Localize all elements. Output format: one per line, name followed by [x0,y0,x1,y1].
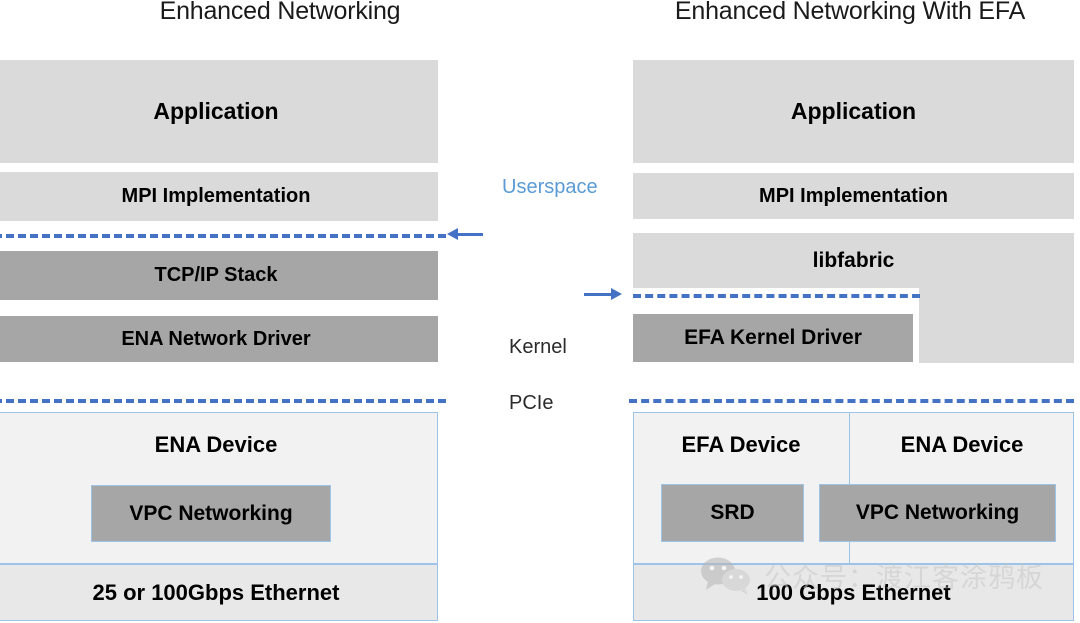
right-chip-vpc-networking: VPC Networking [819,484,1056,542]
right-device-label-efa: EFA Device [681,432,801,457]
right-layer-application: Application [633,60,1074,163]
left-layer-mpi-implementation: MPI Implementation [0,172,438,221]
userspace-kernel-boundary-left [0,234,446,238]
left-panel-title: Enhanced Networking [159,0,401,25]
right-device-label-ena: ENA Device [900,432,1024,457]
left-ethernet-band: 25 or 100Gbps Ethernet [0,564,438,621]
right-ethernet-band: 100 Gbps Ethernet [633,564,1074,621]
arrow-head-to-left-boundary [447,228,458,240]
arrow-shaft-to-right-boundary [584,293,612,296]
right-layer-efa-kernel-driver: EFA Kernel Driver [633,314,913,362]
boundary-label-pcie: PCIe [509,392,554,414]
left-layer-ena-network-driver: ENA Network Driver [0,316,438,362]
arrow-head-to-right-boundary [611,288,622,300]
kernel-pcie-boundary-right [629,399,1074,403]
arrow-shaft-to-left-boundary [457,233,483,236]
left-layer-application: Application [0,60,438,163]
left-layer-tcp-ip-stack: TCP/IP Stack [0,251,438,300]
userspace-kernel-boundary-right [633,294,920,298]
boundary-label-userspace: Userspace [502,176,598,198]
right-layer-mpi-implementation: MPI Implementation [633,173,1074,219]
left-chip-vpc-networking: VPC Networking [91,485,331,542]
right-chip-srd: SRD [661,484,804,542]
left-device-label: ENA Device [154,432,278,457]
right-layer-libfabric: libfabric [633,233,1074,288]
kernel-pcie-boundary-left [0,399,446,403]
right-layer-libfabric-extension [919,286,1074,363]
right-panel-title: Enhanced Networking With EFA [674,0,1026,25]
boundary-label-kernel: Kernel [509,336,567,358]
